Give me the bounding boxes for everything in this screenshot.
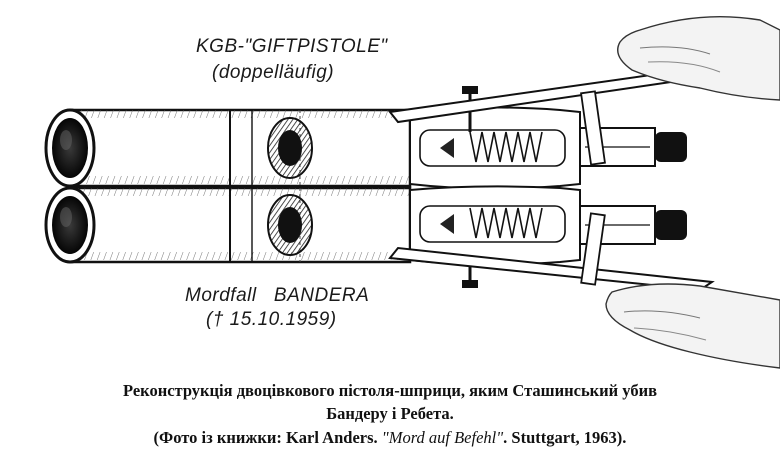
upper-barrel [44, 86, 687, 190]
caption-line-3: (Фото із книжки: Karl Anders. "Mord auf … [0, 428, 780, 448]
drawing-label-case: Mordfall BANDERA [185, 285, 370, 306]
lower-barrel [44, 185, 687, 288]
caption-line-2: Бандеру і Ребета. [326, 404, 454, 423]
lower-hand [605, 283, 780, 369]
caption-source-prefix: (Фото із книжки: Karl Anders. [153, 428, 382, 447]
caption-line-1: Реконструкція двоцівкового пістоля-шприц… [122, 381, 658, 400]
lower-spring [469, 207, 543, 239]
caption-book-title: "Mord auf Befehl" [381, 428, 504, 447]
lower-trigger-lever [388, 212, 715, 292]
upper-spring [469, 131, 543, 163]
upper-hand [617, 15, 780, 101]
caption-source-suffix: . Stuttgart, 1963). [503, 428, 627, 447]
pistol-illustration [44, 15, 780, 369]
drawing-label-title: KGB-"GIFTPISTOLE" [196, 36, 388, 57]
drawing-label-subtitle: (doppelläufig) [212, 62, 335, 83]
drawing-label-date: († 15.10.1959) [206, 309, 337, 330]
